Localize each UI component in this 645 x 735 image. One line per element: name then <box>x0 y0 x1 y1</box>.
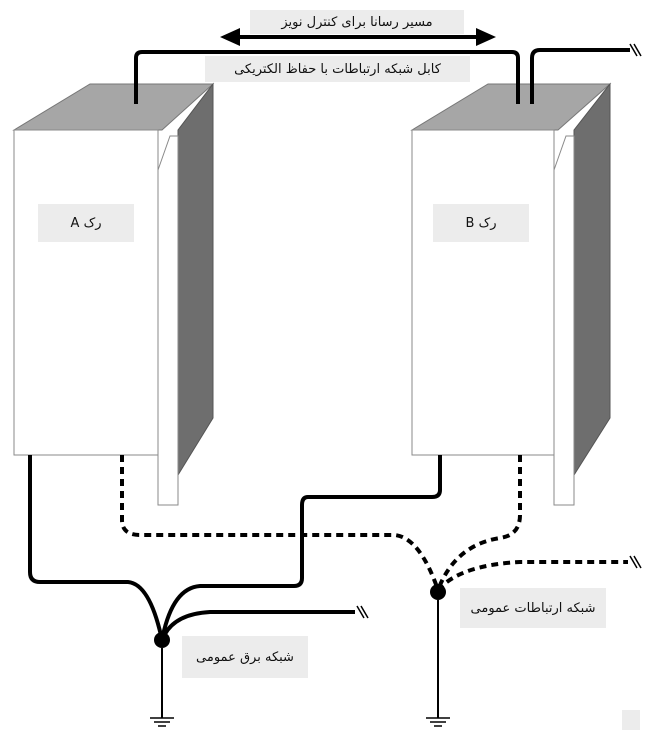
rack-b-telecom-line <box>436 455 522 591</box>
noise-path-label: مسیر رسانا برای کنترل نویز <box>250 10 464 34</box>
power-junction-node <box>154 632 170 648</box>
power-lines <box>28 455 442 641</box>
corner-marker <box>622 710 640 730</box>
rack-b-cabinet <box>410 82 612 506</box>
ground-symbol-icon <box>150 717 174 727</box>
telecom-cable-out <box>530 48 630 104</box>
rack-a-cabinet <box>12 82 215 506</box>
shielded-cable <box>134 50 520 104</box>
cable-break-icon <box>629 43 642 57</box>
ground-symbol-icon <box>426 717 450 727</box>
telecom-feed-line <box>436 560 628 592</box>
power-network-label: شبکه برق عمومی <box>182 636 308 678</box>
rack-a-label: رک A <box>38 204 134 242</box>
rack-a-telecom-line <box>120 455 440 591</box>
power-cable-break-icon <box>356 605 369 619</box>
shielded-cable-label: کابل شبکه ارتباطات با حفاظ الکتریکی <box>205 56 470 82</box>
double-arrow-icon <box>220 28 496 46</box>
telecom-cable-break-icon <box>629 555 642 569</box>
rack-a-door <box>157 135 179 506</box>
telecom-junction-node <box>430 584 446 600</box>
rack-b-front <box>411 129 555 456</box>
rack-b-side <box>573 82 611 477</box>
telecom-network-label: شبکه ارتباطات عمومی <box>460 588 606 628</box>
rack-a-power-line <box>28 455 164 641</box>
rack-a-side <box>177 82 214 477</box>
rack-b-door <box>553 135 575 506</box>
rack-a-front <box>13 129 159 456</box>
telecom-lines <box>120 455 628 592</box>
rack-b-power-line <box>160 455 442 641</box>
rack-b-label: رک B <box>433 204 529 242</box>
